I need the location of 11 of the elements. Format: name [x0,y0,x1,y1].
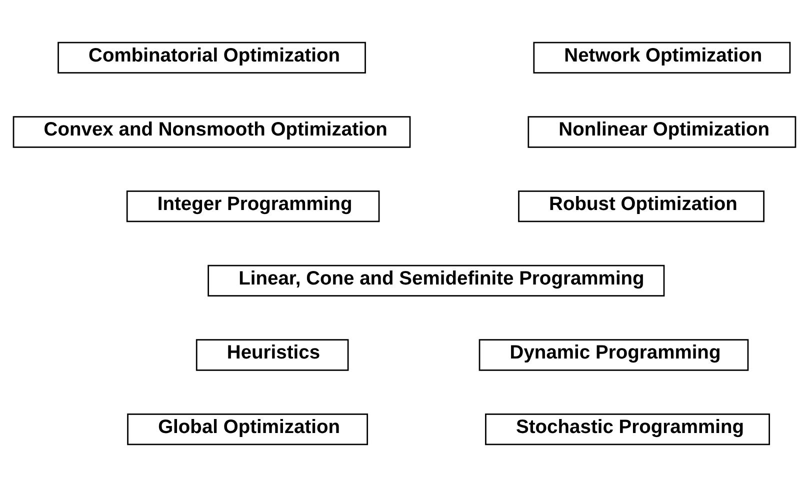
node-box: Dynamic Programming [478,338,749,370]
node-box: Stochastic Programming [485,413,770,445]
node-box: Heuristics [196,338,349,370]
node-box: Robust Optimization [518,190,764,222]
node-box: Linear, Cone and Semidefinite Programming [208,264,665,296]
node-box: Convex and Nonsmooth Optimization [12,116,411,148]
node-box: Network Optimization [533,41,791,73]
node-box: Integer Programming [126,190,380,222]
node-box: Nonlinear Optimization [528,116,796,148]
node-box: Combinatorial Optimization [58,41,366,73]
node-box: Global Optimization [127,413,368,445]
